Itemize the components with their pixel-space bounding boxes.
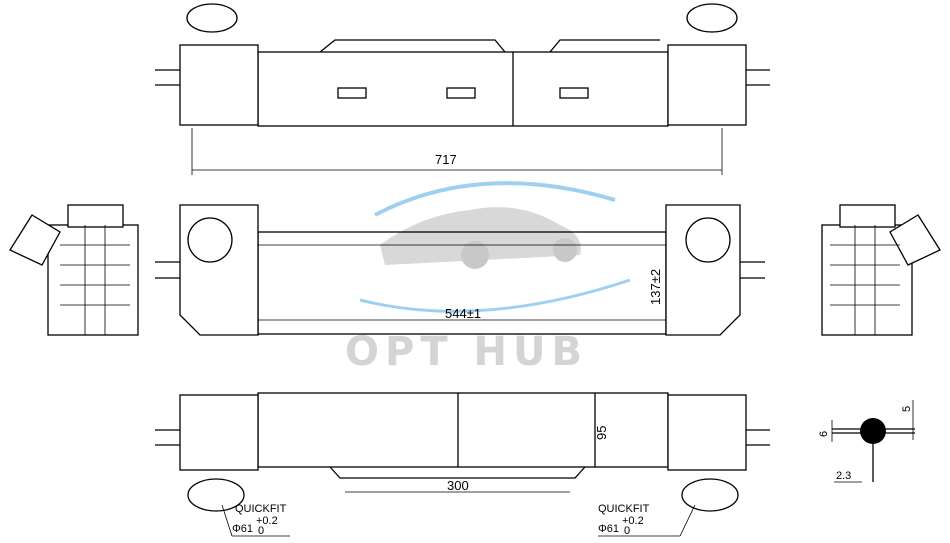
dim-depth: 95 bbox=[594, 426, 609, 440]
right-side-view bbox=[821, 204, 941, 336]
clip-detail: 6 5 2.3 bbox=[818, 400, 915, 483]
front-view: 544±1 137±2 bbox=[155, 204, 765, 336]
top-view: 717 bbox=[155, 3, 770, 175]
dim-clip-thickness: 2.3 bbox=[836, 470, 851, 482]
right-quickfit-tol-lower: 0 bbox=[624, 525, 630, 537]
watermark-logo: OPT HUB bbox=[345, 181, 631, 375]
left-quickfit-tol-upper: +0.2 bbox=[256, 515, 278, 527]
dim-core-height: 137±2 bbox=[648, 269, 663, 305]
dim-clip-width: 6 bbox=[818, 431, 830, 437]
right-quickfit-diameter: Φ61 bbox=[598, 523, 619, 535]
left-side-view bbox=[9, 204, 139, 336]
dim-core-length: 544±1 bbox=[445, 306, 481, 321]
dim-overall-length: 717 bbox=[435, 152, 457, 167]
left-quickfit-diameter: Φ61 bbox=[232, 523, 253, 535]
bottom-view: 300 95 QUICKFIT Φ61 +0.2 0 QUICKFIT Φ61 … bbox=[155, 392, 770, 537]
dim-bracket-spacing: 300 bbox=[447, 478, 469, 493]
dim-clip-height: 5 bbox=[901, 406, 913, 412]
watermark-text: OPT HUB bbox=[345, 329, 588, 375]
left-quickfit-tol-lower: 0 bbox=[258, 525, 264, 537]
right-quickfit-label: QUICKFIT bbox=[598, 503, 650, 515]
right-quickfit-tol-upper: +0.2 bbox=[622, 515, 644, 527]
left-quickfit-label: QUICKFIT bbox=[235, 503, 287, 515]
